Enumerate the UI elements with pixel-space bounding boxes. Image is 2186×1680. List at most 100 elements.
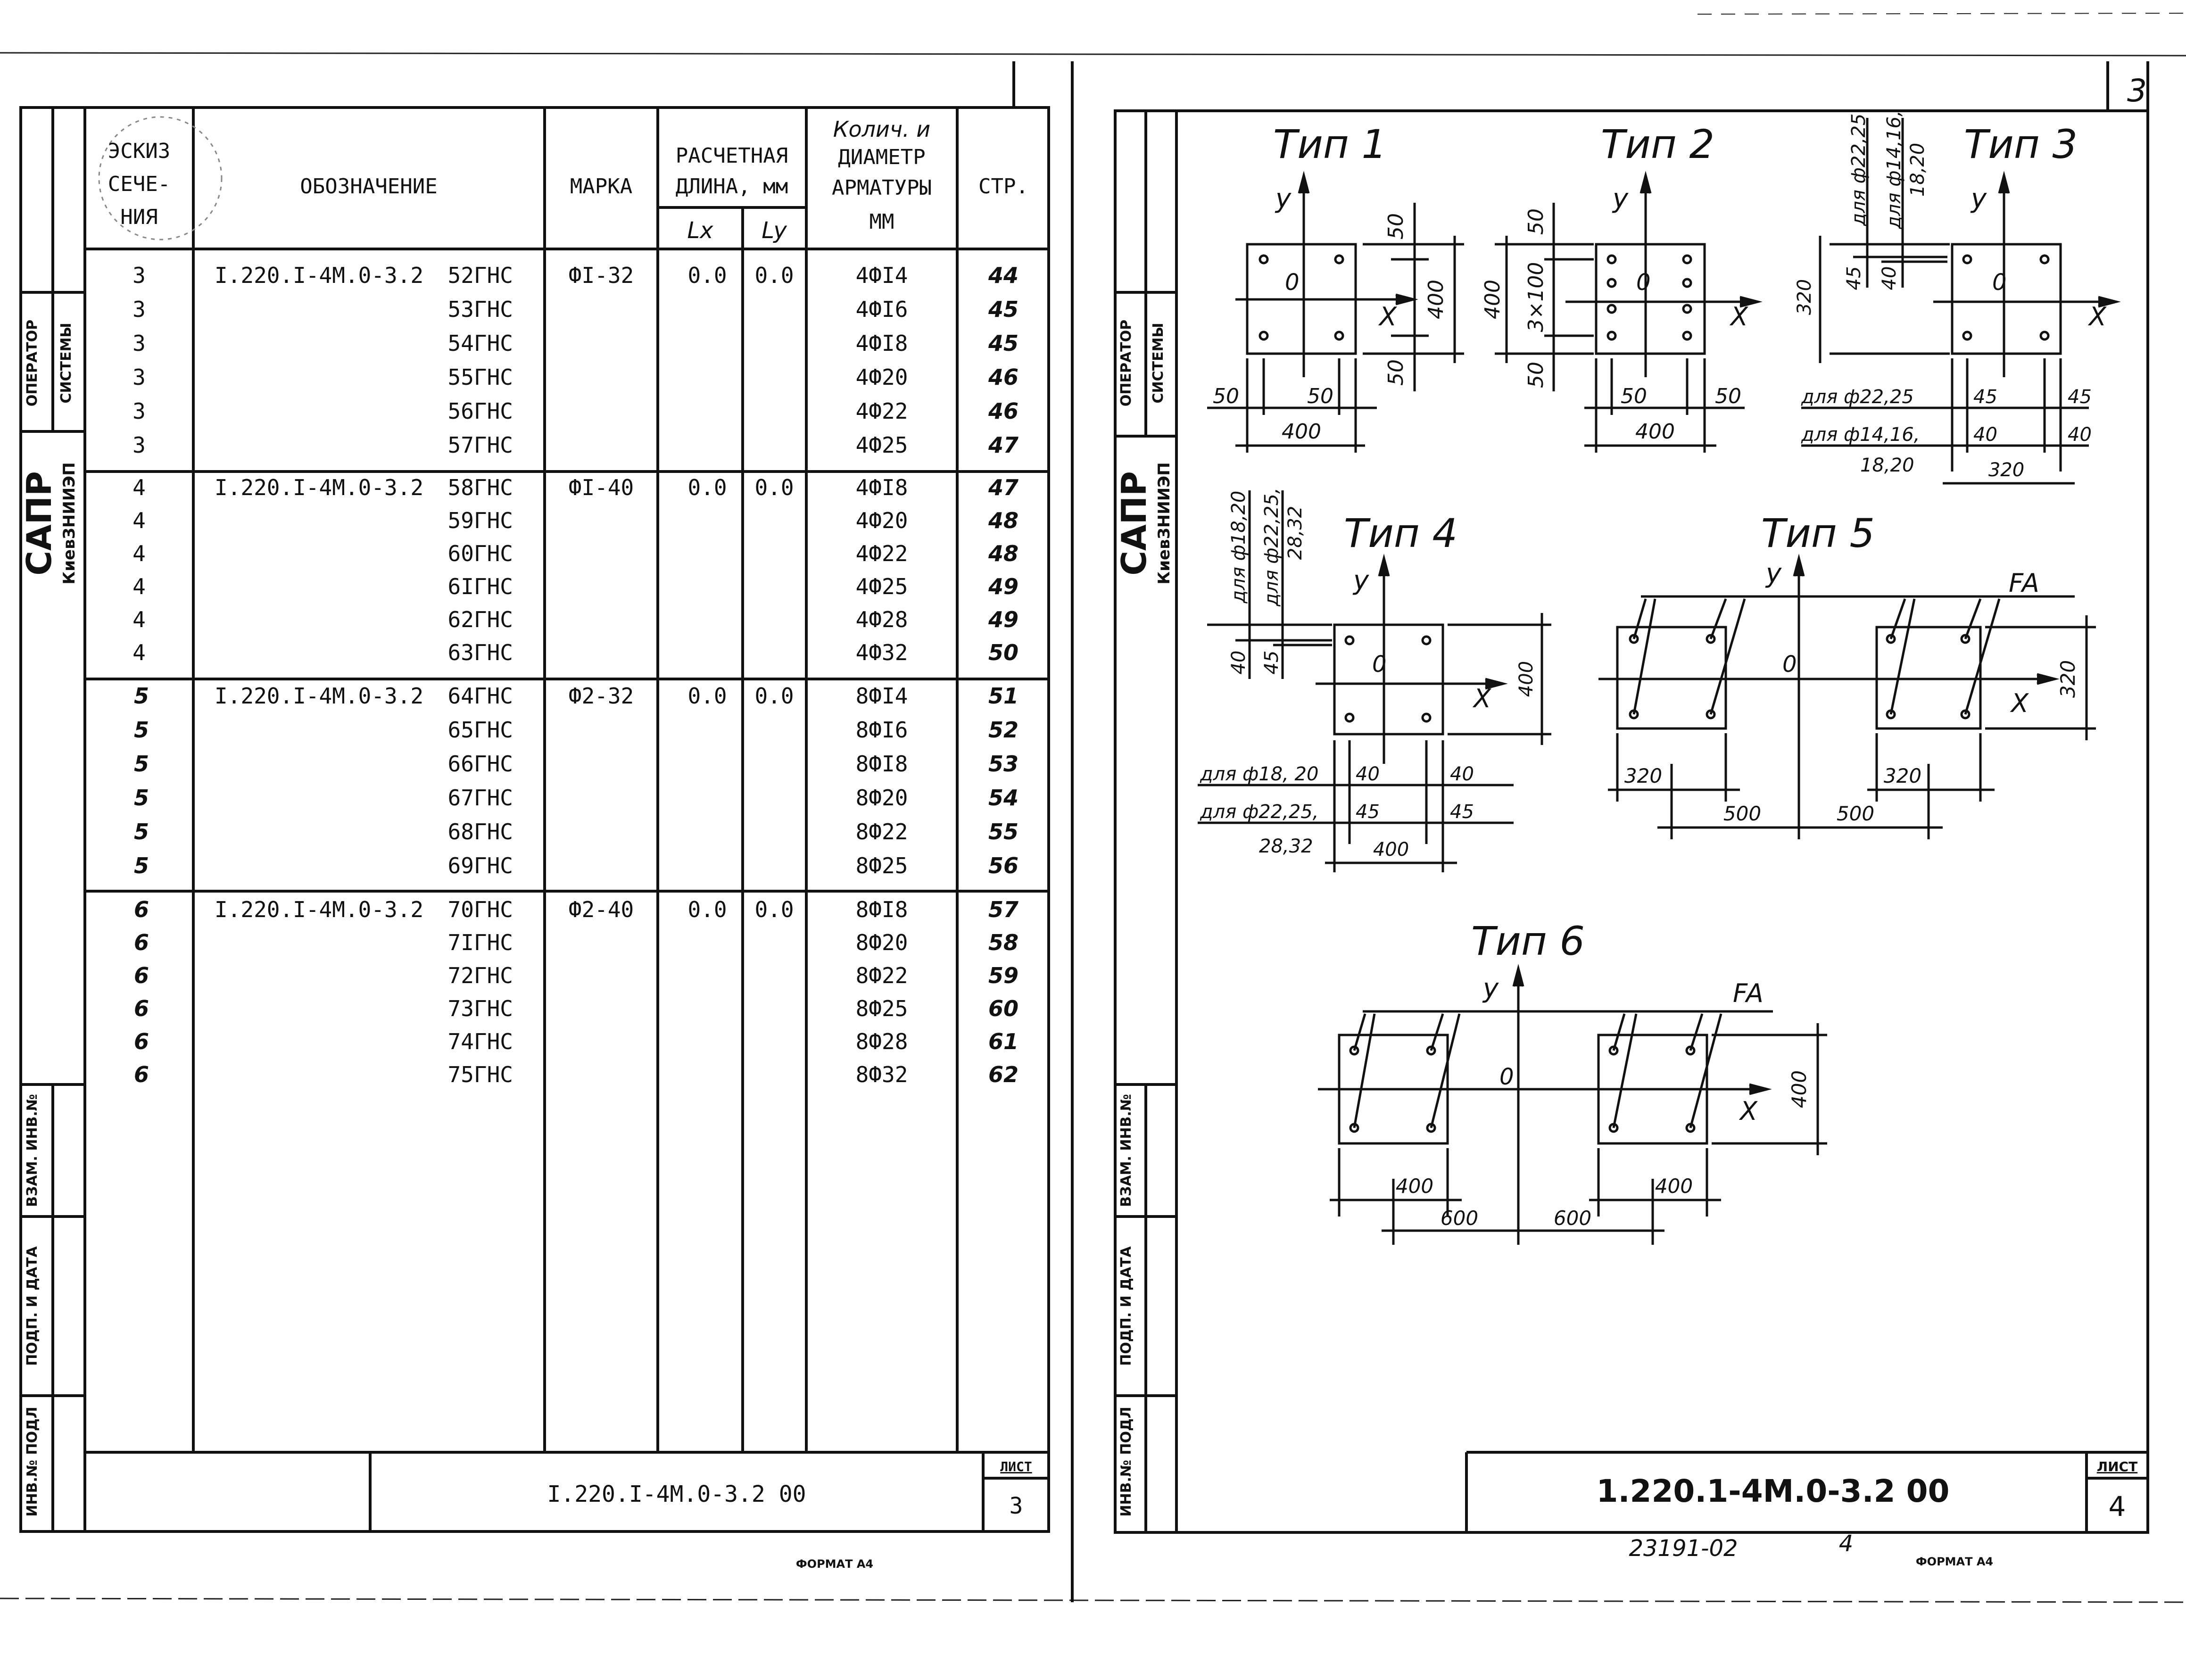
hdr-ly: Ly xyxy=(762,217,787,244)
podp-label: ПОДП. И ДАТА xyxy=(24,1246,41,1366)
g3-sketch-r4: 6 xyxy=(134,1029,149,1054)
g1-r3-code: 6IГНС xyxy=(448,574,513,599)
t1-dim-top: 50 xyxy=(1384,213,1408,240)
g3-r4-code: 74ГНС xyxy=(448,1029,513,1054)
r-inv-label: ИНВ.№ ПОДЛ xyxy=(1118,1407,1134,1516)
g2-sketch-r4: 5 xyxy=(134,819,149,844)
t3-v-label-c: 18,20 xyxy=(1907,143,1929,197)
g3-sketch-r5: 6 xyxy=(134,1062,149,1087)
t4-v45: 45 xyxy=(1261,651,1283,675)
t1-x-label: X xyxy=(1378,302,1397,331)
r-org-label: КиевЗНИИЭП xyxy=(1155,462,1174,584)
t4-title: Тип 4 xyxy=(1344,510,1457,556)
g0-sketch-r2: 3 xyxy=(132,331,146,356)
r-vzam-label: ВЗАМ. ИНВ.№ xyxy=(1118,1094,1134,1207)
g3-r1-page: 58 xyxy=(988,930,1018,955)
t3-height: 320 xyxy=(1794,279,1815,315)
g2-sketch-r1: 5 xyxy=(134,717,149,743)
t1-origin: 0 xyxy=(1285,269,1300,296)
t6-x-label: X xyxy=(1739,1096,1758,1126)
hdr-reinf-3: АРМАТУРЫ xyxy=(832,176,932,200)
g2-ly: 0.0 xyxy=(754,683,794,709)
t4-v-label-b: для ф22,25, xyxy=(1261,488,1283,606)
t3-x-label: X xyxy=(2087,302,2107,331)
g0-mark: ФI-32 xyxy=(569,263,634,288)
t1-dim-left: 50 xyxy=(1213,384,1239,408)
g3-r5-code: 75ГНС xyxy=(448,1062,513,1087)
t4-v-label-a: для ф18,20 xyxy=(1228,491,1250,604)
type-4-sketch: Тип 4 y xyxy=(1198,488,1551,872)
t6-w1: 400 xyxy=(1396,1175,1433,1198)
t1-title: Тип 1 xyxy=(1273,121,1387,167)
vzam-label: ВЗАМ. ИНВ.№ xyxy=(24,1094,41,1207)
g0-r1-code: 53ГНС xyxy=(448,297,513,322)
g1-r2-page: 48 xyxy=(988,541,1018,566)
g2-r0-code: 64ГНС xyxy=(448,683,513,709)
t4-h45a: 45 xyxy=(1356,801,1380,823)
g0-r5-code: 57ГНС xyxy=(448,432,513,458)
t4-y-label: y xyxy=(1352,565,1369,596)
g3-r5-reinf: 8Ф32 xyxy=(856,1062,908,1087)
g2-r0-page: 51 xyxy=(988,683,1018,709)
hdr-length-2: ДЛИНА, мм xyxy=(676,174,788,199)
type-6-sketch: Тип 6 y xyxy=(1318,918,1827,1245)
hdr-reinf-4: ММ xyxy=(869,210,894,234)
g2-r4-code: 68ГНС xyxy=(448,819,513,844)
g1-sketch-r1: 4 xyxy=(132,508,146,533)
hdr-page: СТР. xyxy=(978,174,1028,199)
hdr-sketch-2: СЕЧЕ- xyxy=(108,172,170,196)
t1-y-label: y xyxy=(1275,183,1292,214)
t6-height: 400 xyxy=(1788,1070,1811,1108)
left-sheet: ОПЕРАТОР СИСТЕМЫ САПР КиевЗНИИЭП ВЗАМ. И… xyxy=(19,61,1074,1602)
g1-r1-page: 48 xyxy=(988,508,1018,533)
g1-r3-reinf: 4Ф25 xyxy=(856,574,908,599)
g0-lx: 0.0 xyxy=(687,263,727,288)
hdr-sketch-3: НИЯ xyxy=(120,205,157,229)
g2-r0-reinf: 8ФI4 xyxy=(856,683,908,709)
g0-ly: 0.0 xyxy=(754,263,794,288)
t2-dim-top: 50 xyxy=(1524,208,1548,235)
org-label: КиевЗНИИЭП xyxy=(60,462,79,584)
t2-dim-mid: 3×100 xyxy=(1524,262,1548,332)
type-1-sketch: Тип 1 y xyxy=(1207,121,1464,453)
inv-label: ИНВ.№ ПОДЛ xyxy=(24,1407,41,1516)
stamp-number: 23191-02 xyxy=(1629,1535,1738,1562)
g2-r1-reinf: 8ФI6 xyxy=(856,717,908,743)
g1-r5-page: 50 xyxy=(988,640,1018,665)
t5-title: Тип 5 xyxy=(1761,510,1875,556)
hdr-mark: МАРКА xyxy=(570,174,632,199)
hdr-length-1: РАСЧЕТНАЯ xyxy=(676,144,788,168)
t3-h-label-b: для ф14,16, xyxy=(1801,424,1920,446)
t4-height: 400 xyxy=(1515,661,1537,697)
r-operator-label-1: ОПЕРАТОР xyxy=(1118,320,1134,406)
t3-v40: 40 xyxy=(1879,266,1900,290)
g1-sketch: 4 xyxy=(132,475,146,500)
g1-r5-code: 63ГНС xyxy=(448,640,513,665)
right-sheet-label: ЛИСТ xyxy=(2097,1459,2137,1474)
g0-r1-page: 45 xyxy=(988,297,1018,322)
t5-y-label: y xyxy=(1765,558,1782,589)
g3-r5-page: 62 xyxy=(988,1062,1018,1087)
g3-sketch: 6 xyxy=(134,897,149,922)
t3-h45b: 45 xyxy=(2068,386,2092,408)
t1-dim-mid: 400 xyxy=(1424,280,1448,319)
g2-r1-code: 65ГНС xyxy=(448,717,513,743)
hdr-reinf-1: Колич. и xyxy=(833,116,930,142)
g1-sketch-r3: 4 xyxy=(132,574,146,599)
g0-r5-reinf: 4Ф25 xyxy=(856,432,908,458)
t4-h-label-b: для ф22,25, xyxy=(1200,801,1318,823)
t2-origin: 0 xyxy=(1636,269,1651,296)
g0-r0-page: 44 xyxy=(988,263,1018,288)
g0-sketch: 3 xyxy=(132,263,146,288)
t4-h40a: 40 xyxy=(1356,763,1380,785)
hdr-designation: ОБОЗНАЧЕНИЕ xyxy=(300,174,437,199)
g0-r2-page: 45 xyxy=(988,331,1018,356)
g2-mark: Ф2-32 xyxy=(569,683,634,709)
t5-w2: 320 xyxy=(1884,764,1921,787)
t5-w1: 320 xyxy=(1624,764,1662,787)
right-doc-code: 1.220.1-4М.0-3.2 00 xyxy=(1597,1473,1950,1509)
g2-r4-reinf: 8Ф22 xyxy=(856,819,908,844)
round-stamp xyxy=(98,116,223,240)
t6-y-label: y xyxy=(1482,973,1499,1004)
